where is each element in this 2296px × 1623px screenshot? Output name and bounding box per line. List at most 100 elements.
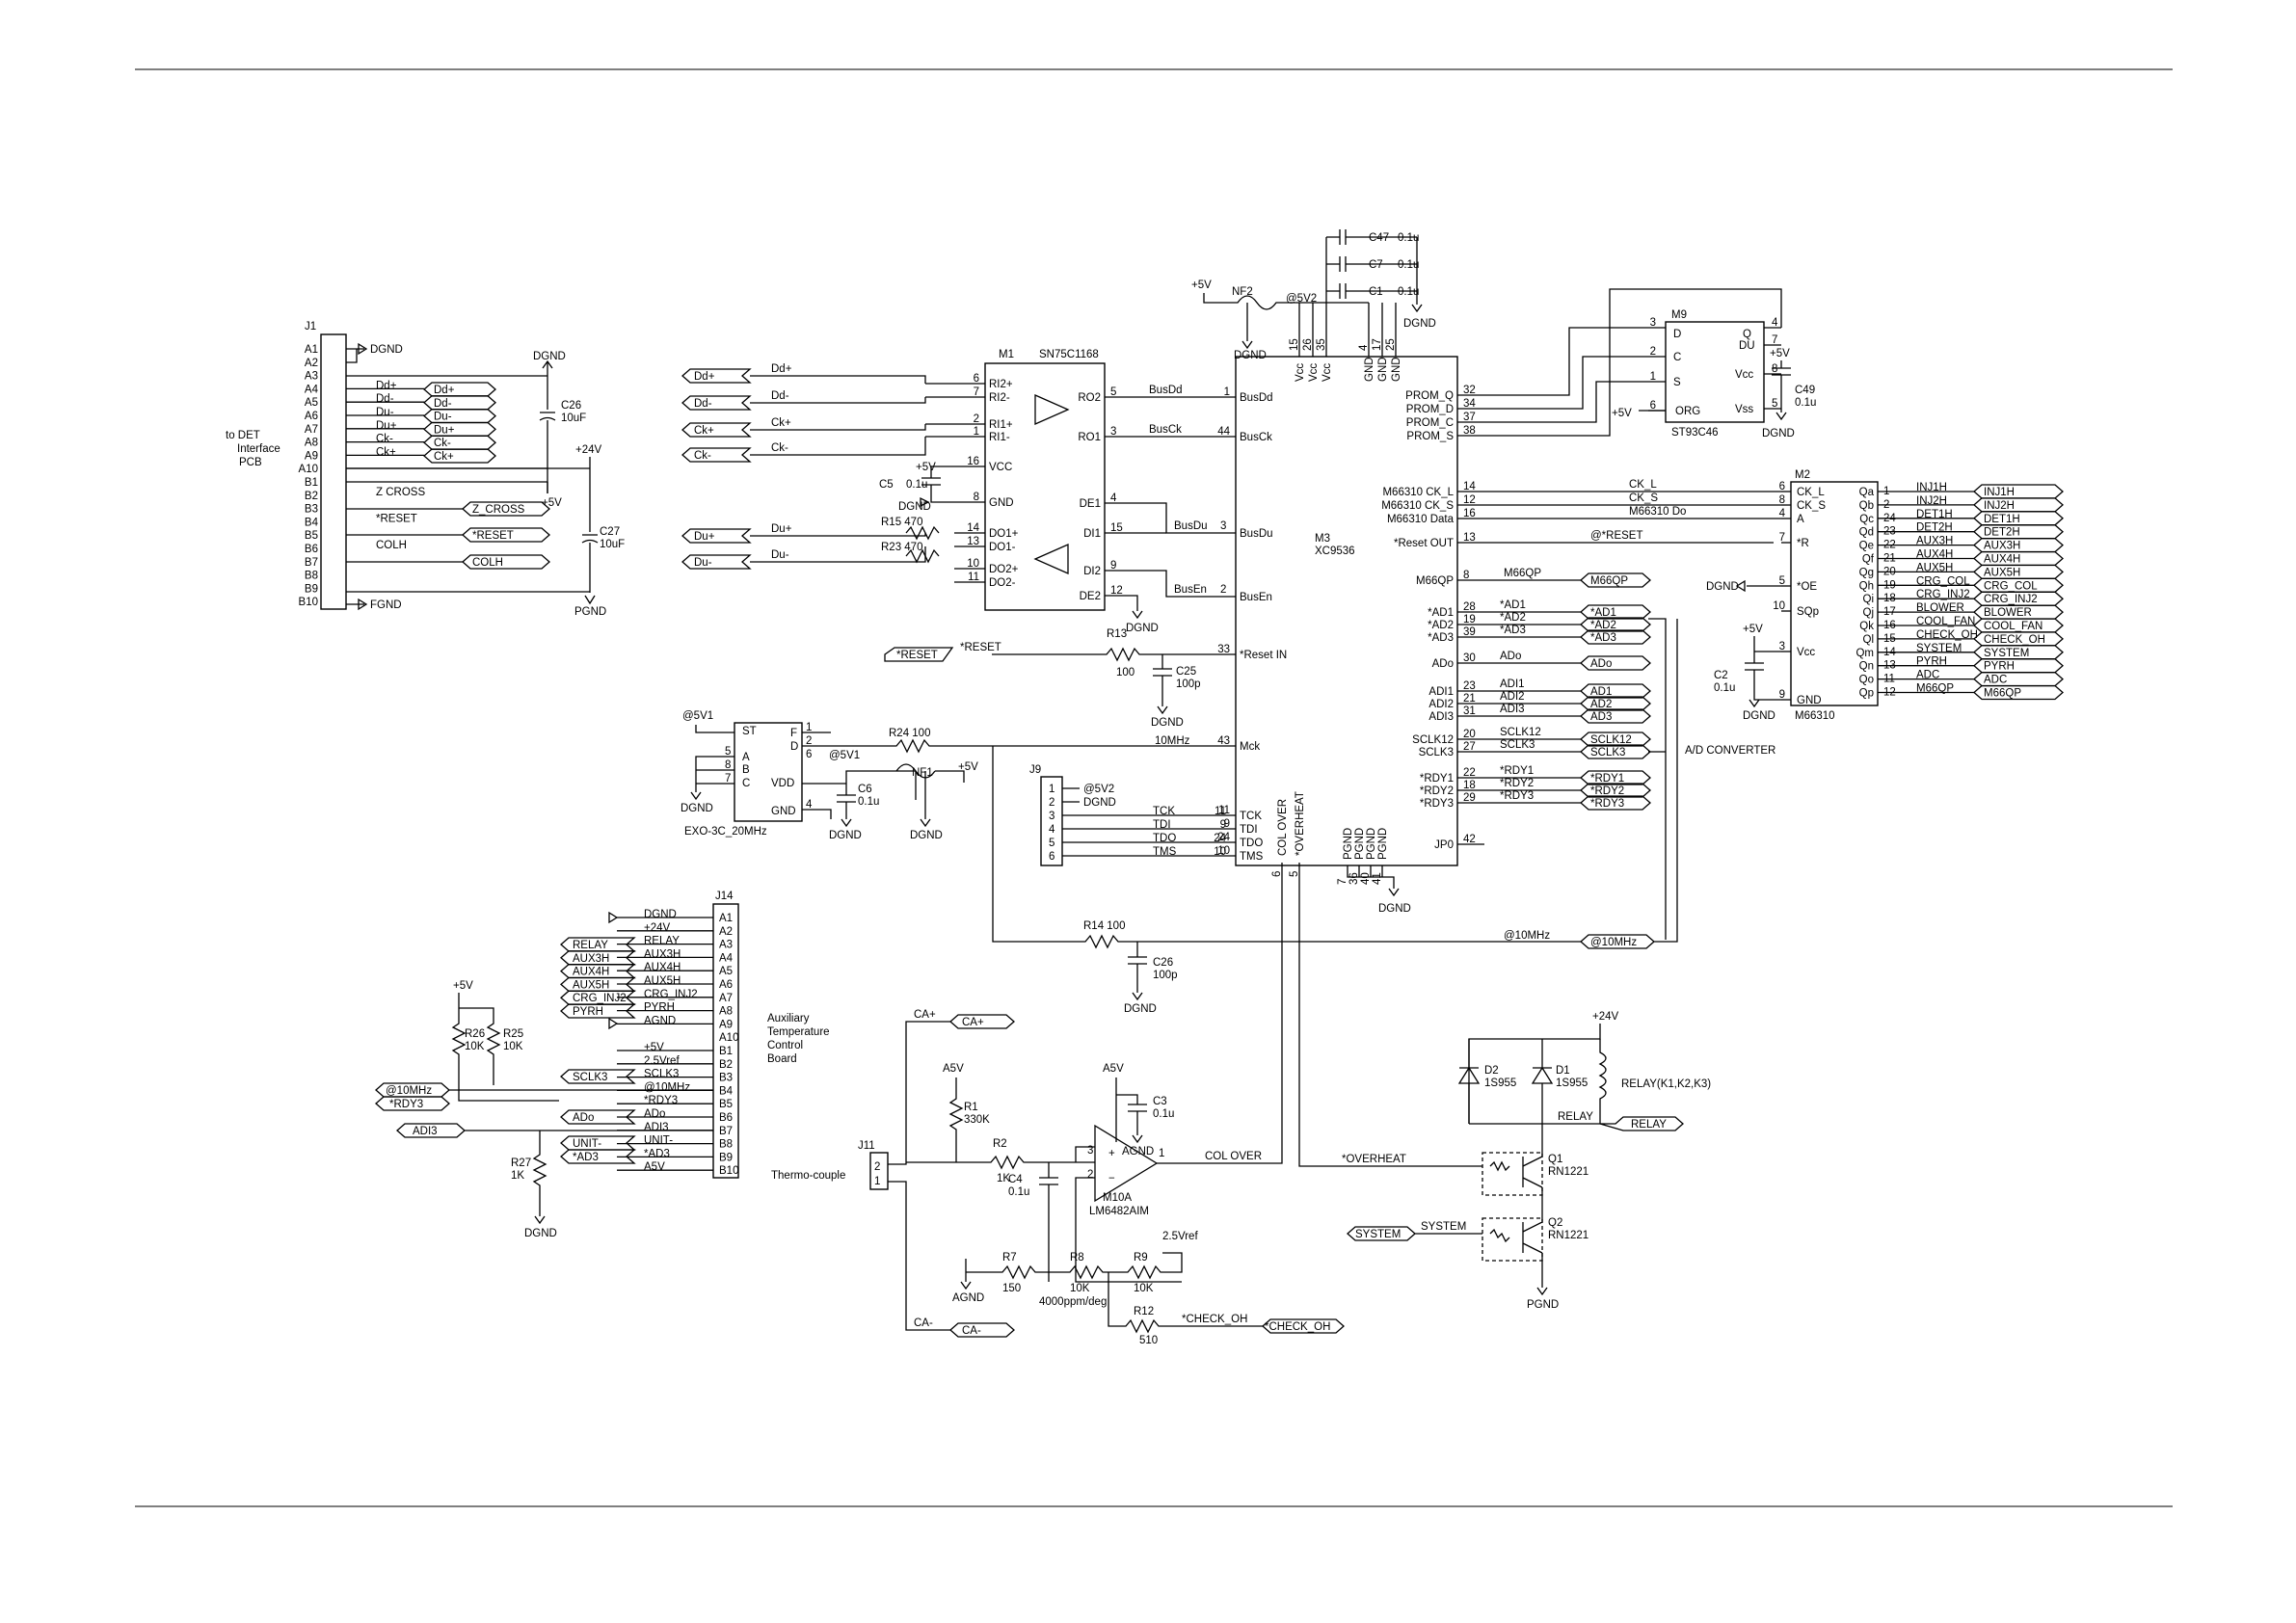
m10a-pin-3: 3 [1087, 1145, 1093, 1157]
x1-5v1-label: @5V1 [682, 710, 713, 722]
m9-5v-label: +5V [1770, 348, 1790, 359]
c49-symbol [1772, 360, 1791, 421]
overheat-wire [1298, 863, 1482, 1167]
r14-label: R14 100 [1083, 920, 1125, 932]
m1-dgnd-label: DGND [898, 501, 931, 513]
m2-right-pin-0: Qa [1859, 487, 1875, 498]
col-over-wire [1157, 863, 1283, 1164]
j14-net-15: ADo [644, 1108, 665, 1120]
c2-value: 0.1u [1714, 682, 1735, 694]
m1-right-pin-1: RO1 [1078, 432, 1101, 443]
ado-net: ADo [1500, 651, 1521, 662]
busdu-label: BusDu [1174, 520, 1208, 532]
j1-pin-A7: A7 [305, 424, 318, 436]
m1-ref: M1 [999, 349, 1014, 360]
m3-left-num-1: 44 [1217, 426, 1230, 438]
relay-coil-symbol [1469, 1039, 1607, 1125]
c5-symbol [921, 477, 985, 503]
r2-ref: R2 [993, 1138, 1007, 1150]
adi-net-1: ADI2 [1500, 691, 1525, 703]
system-port-shape [1347, 1226, 1482, 1241]
j14-desc-4: Board [767, 1053, 797, 1065]
m2-right-pin-2: Qc [1859, 514, 1874, 525]
c4-symbol [1039, 1162, 1058, 1282]
x1-abc-wires [695, 756, 734, 792]
m3-right-pin-5: M66310 CK_S [1381, 500, 1454, 512]
m2-right-pin-1: Qb [1859, 500, 1874, 512]
m2-left-num-0: 6 [1779, 481, 1785, 492]
m3-right-num-0: 32 [1463, 385, 1476, 396]
ref25-label: 2.5Vref [1162, 1231, 1198, 1242]
j9-ref: J9 [1029, 764, 1041, 776]
m3-left-pin-7: TDI [1240, 824, 1258, 836]
cap-top-ref-0: C47 [1369, 232, 1389, 244]
q1-ref: Q1 [1548, 1154, 1562, 1165]
busdd-label: BusDd [1149, 385, 1183, 396]
ad-net-1: *AD2 [1500, 612, 1526, 624]
m1-left-num-1: 7 [974, 386, 979, 398]
r23-label: R23 470 [881, 542, 922, 553]
m1-port-1-label: Dd- [694, 398, 712, 410]
c25-value: 100p [1176, 678, 1201, 690]
j14-body [712, 903, 739, 1179]
m2-out-port-13-label: PYRH [1984, 661, 2015, 673]
m1-wire-label-3: Ck- [771, 442, 788, 454]
j14-port-5-label: PYRH [573, 1006, 603, 1018]
m3-right-pin-15: ADI3 [1428, 711, 1454, 723]
m3-right-num-15: 31 [1463, 705, 1476, 717]
m3-part: XC9536 [1315, 545, 1355, 557]
j1-dgnd-arrow [346, 342, 368, 356]
m3-top-pin-3: GND [1364, 357, 1375, 382]
r1-a5v-label: A5V [943, 1063, 964, 1075]
r1-symbol [948, 1078, 964, 1162]
m3-5v-label: +5V [1191, 279, 1212, 291]
j1-tag-0-label: Dd+ [434, 385, 455, 396]
m2-out-port-12-label: SYSTEM [1984, 648, 2029, 659]
j14-port-5-shape [560, 1003, 636, 1019]
c26b-dgnd-label: DGND [1124, 1003, 1157, 1015]
j1-a2-wire [346, 349, 358, 363]
system-net-label: SYSTEM [1421, 1221, 1466, 1233]
m2-ref: M2 [1795, 469, 1810, 481]
m3-pgnd-pin-0: PGND [1343, 828, 1354, 860]
j1-b9-pgnd [346, 591, 596, 605]
m9-ref: M9 [1671, 309, 1687, 321]
m1-dgnd-arrow [920, 496, 930, 508]
prom-wires [1457, 288, 1782, 437]
m1-port-3-label: Ck- [694, 450, 711, 462]
m3-pgnd-dgnd-label: DGND [1378, 903, 1411, 915]
x1-vdd-wire [802, 770, 916, 795]
overheat-net: *OVERHEAT [1342, 1154, 1406, 1165]
m1-right-num-0: 5 [1110, 386, 1116, 398]
j1-port-2-shape [462, 554, 550, 570]
m2-left-pin-6: Vcc [1797, 647, 1815, 658]
j14-adi3-label: ADI3 [413, 1126, 438, 1137]
m10a-ref: M10A [1103, 1192, 1132, 1204]
cap-top-ref-2: C1 [1369, 286, 1383, 298]
r27-ref: R27 [511, 1157, 531, 1169]
m2-left-num-7: 9 [1779, 689, 1785, 701]
m1-left-pin-3: RI1- [989, 432, 1010, 443]
j14-net-5: AUX5H [644, 975, 681, 987]
j9-signal-5: TMS [1153, 846, 1177, 858]
m2-right-pin-6: Qg [1859, 567, 1874, 578]
sclk-port-0-shape [1580, 732, 1651, 747]
c3-value: 0.1u [1153, 1108, 1174, 1120]
ad-port-1-label: *AD2 [1590, 620, 1616, 631]
check-oh-net: *CHECK_OH [1182, 1314, 1247, 1325]
reset-out-net: @*RESET [1590, 530, 1643, 542]
m1-right-pin-5: DE2 [1080, 591, 1101, 602]
relay-24v-label: +24V [1592, 1011, 1619, 1023]
m2-right-pin-5: Qf [1862, 554, 1875, 566]
j1-port-0-shape [462, 501, 550, 517]
j9-body [1040, 776, 1063, 866]
j1-port-2-label: COLH [472, 557, 503, 569]
c25-symbol [1153, 654, 1172, 706]
adi-net-2: ADI3 [1500, 704, 1525, 715]
connector-j14: J14 A1DGNDA2+24VA3RELAYA4AUX3HA5AUX4HA6A… [375, 891, 830, 1239]
reset-port-label: *RESET [896, 650, 938, 661]
m1-left-pin-9: DO2- [989, 577, 1016, 589]
caps-dgnd-label: DGND [1403, 318, 1436, 330]
m2-right-pin-15: Qp [1859, 688, 1874, 700]
